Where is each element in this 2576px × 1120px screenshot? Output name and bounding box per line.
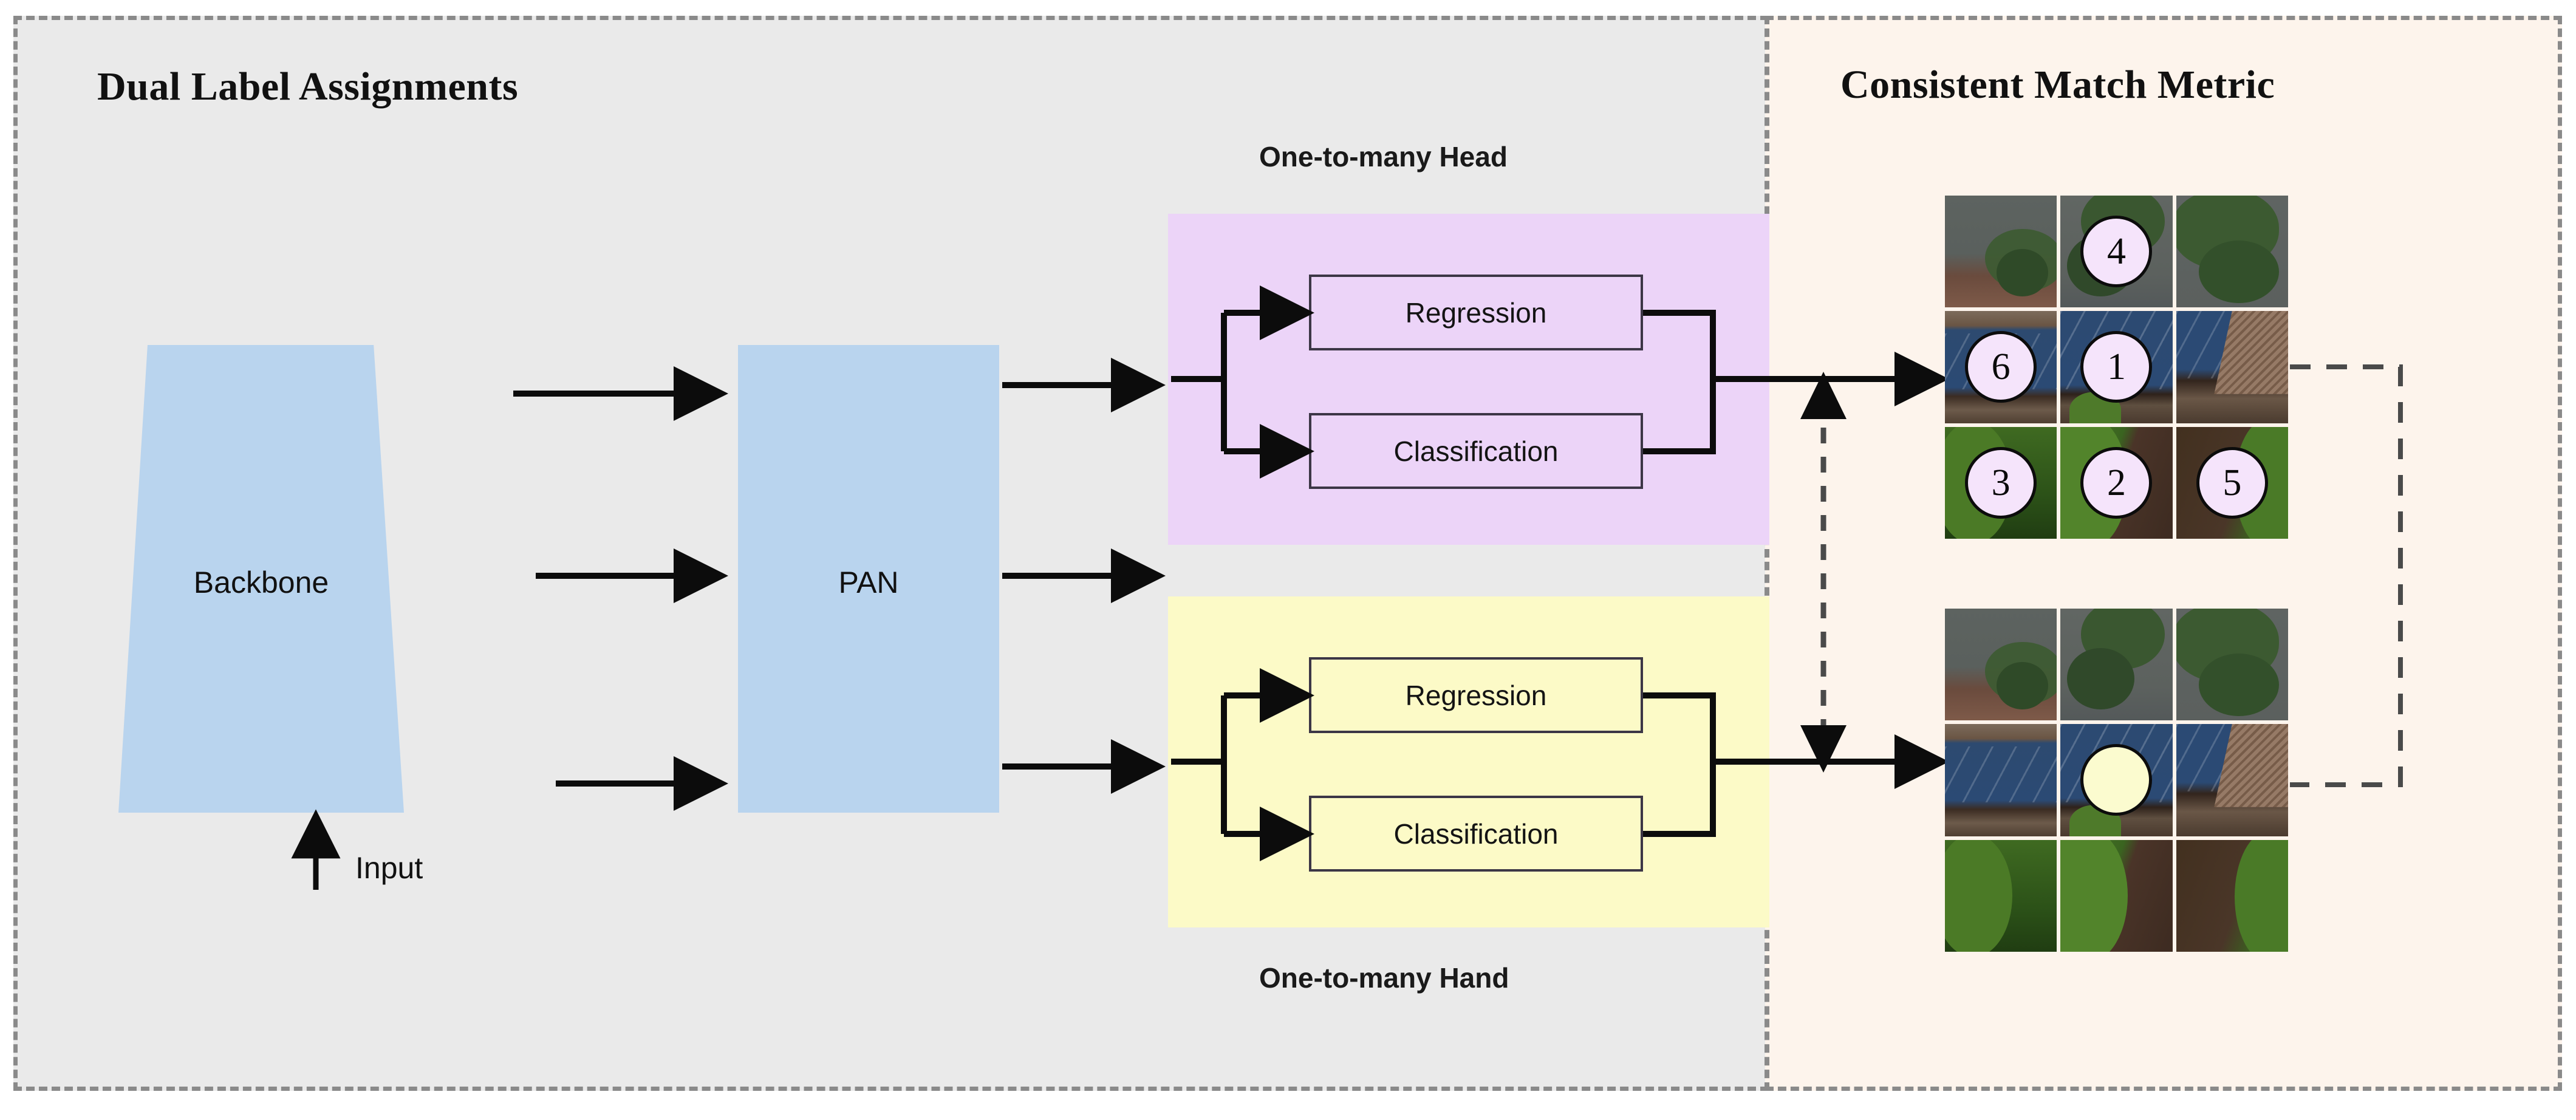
grid-cell bbox=[2060, 609, 2173, 721]
grid-cell bbox=[1945, 196, 2057, 308]
one-to-many-hand-panel bbox=[1168, 596, 1769, 927]
hand-regression-box[interactable]: Regression bbox=[1309, 657, 1643, 733]
match-badge: 6 bbox=[1965, 331, 2037, 403]
left-panel-title: Dual Label Assignments bbox=[97, 64, 519, 109]
one-to-many-hand-label: One-to-many Hand bbox=[1259, 962, 1509, 994]
one-to-many-head-panel bbox=[1168, 214, 1769, 545]
grid-cell bbox=[2176, 724, 2288, 836]
pan-block bbox=[738, 345, 999, 813]
match-badge: 3 bbox=[1965, 446, 2037, 519]
grid-cell bbox=[2176, 311, 2288, 423]
omm-classification-box[interactable]: Classification bbox=[1309, 413, 1643, 489]
backbone-block bbox=[118, 345, 404, 813]
grid-cell bbox=[1945, 724, 2057, 836]
backbone-label: Backbone bbox=[193, 565, 329, 599]
grid-cell bbox=[2176, 609, 2288, 721]
grid-cell bbox=[1945, 839, 2057, 952]
grid-cell: 1 bbox=[2060, 311, 2173, 423]
pan-label: PAN bbox=[838, 565, 899, 599]
grid-cell bbox=[1945, 609, 2057, 721]
grid-cell: 2 bbox=[2060, 426, 2173, 539]
grid-cell: 6 bbox=[1945, 311, 2057, 423]
grid-cell bbox=[2060, 724, 2173, 836]
match-badge: 5 bbox=[2196, 446, 2268, 519]
grid-cell bbox=[2176, 839, 2288, 952]
match-badge: 4 bbox=[2080, 216, 2153, 288]
one-to-many-head-label: One-to-many Head bbox=[1259, 141, 1508, 172]
match-badge: 1 bbox=[2080, 331, 2153, 403]
grid-cell: 4 bbox=[2060, 196, 2173, 308]
right-panel-title: Consistent Match Metric bbox=[1840, 63, 2275, 107]
one-to-one-image-grid[interactable] bbox=[1945, 609, 2288, 952]
grid-cell: 5 bbox=[2176, 426, 2288, 539]
grid-cell bbox=[2176, 196, 2288, 308]
match-badge: 2 bbox=[2080, 446, 2153, 519]
match-badge-selected bbox=[2080, 744, 2153, 816]
one-to-many-image-grid[interactable]: 4 6 1 3 2 5 bbox=[1945, 196, 2288, 539]
omm-regression-box[interactable]: Regression bbox=[1309, 275, 1643, 350]
grid-cell bbox=[2060, 839, 2173, 952]
hand-classification-box[interactable]: Classification bbox=[1309, 796, 1643, 872]
grid-cell: 3 bbox=[1945, 426, 2057, 539]
input-label: Input bbox=[355, 851, 423, 885]
